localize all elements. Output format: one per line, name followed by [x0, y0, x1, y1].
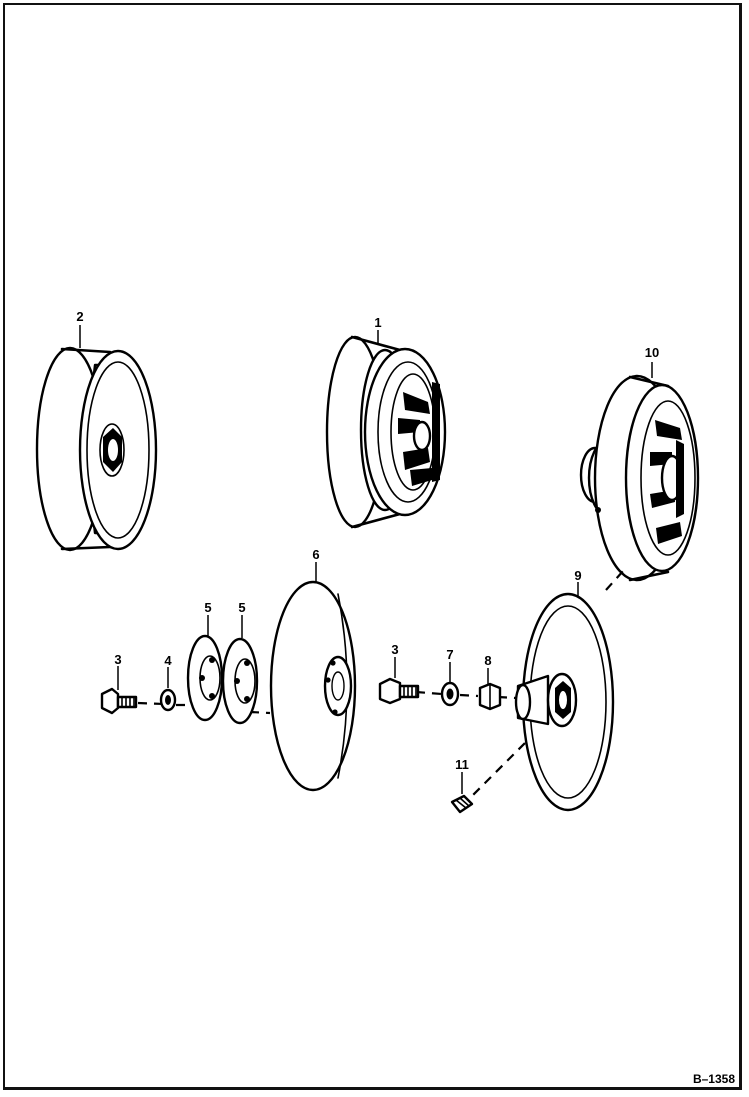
callout-11: 11: [455, 757, 469, 772]
part-5-spacer-a: [186, 634, 224, 722]
part-8-nut: [478, 682, 502, 711]
callout-4: 4: [164, 653, 172, 668]
callout-2: 2: [76, 309, 83, 324]
callout-5-a: 5: [204, 600, 211, 615]
part-10-sheave: [579, 374, 700, 582]
figure-id: B–1358: [693, 1072, 735, 1086]
callout-labels: 2 1 10 3 4 5 5 6 3 7 8 9 11: [76, 309, 659, 772]
callout-7: 7: [446, 647, 453, 662]
callout-9: 9: [574, 568, 581, 583]
part-3-bolt-left: [100, 687, 138, 715]
part-1-sheave: [325, 335, 447, 529]
part-7-lockwasher: [440, 681, 460, 707]
part-4-washer: [159, 688, 177, 712]
diagram-border: [3, 3, 742, 1090]
callout-1: 1: [374, 315, 381, 330]
part-2-pulley: [35, 346, 158, 552]
callout-leaders: [79, 325, 653, 794]
callout-5-b: 5: [238, 600, 245, 615]
part-5-spacer-b: [221, 637, 259, 725]
callout-3-middle: 3: [391, 642, 398, 657]
part-3-bolt-middle: [378, 677, 420, 705]
part-11-setscrew: [450, 794, 474, 814]
callout-6: 6: [312, 547, 319, 562]
part-6-disc: [269, 580, 357, 792]
callout-3-left: 3: [114, 652, 121, 667]
callout-10: 10: [645, 345, 659, 360]
callout-8: 8: [484, 653, 491, 668]
part-9-pulley-half: [514, 592, 615, 812]
